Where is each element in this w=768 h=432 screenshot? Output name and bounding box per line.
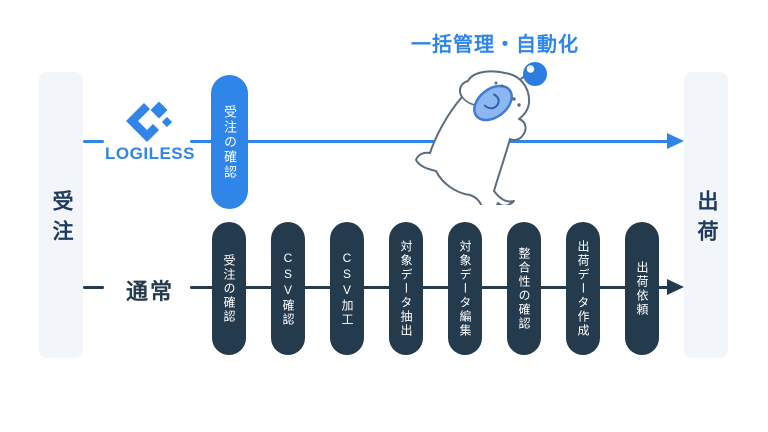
normal-step-pill: CSV確認: [271, 222, 305, 355]
logiless-step-pill: 受注の確認: [211, 75, 248, 209]
normal-step-label: 整合性の確認: [517, 246, 531, 331]
logiless-seal-mascot-icon: [415, 62, 547, 205]
normal-step-label: 対象データ編集: [458, 239, 472, 338]
normal-flow-arrowhead: [667, 279, 684, 295]
normal-step-pill: 整合性の確認: [507, 222, 541, 355]
normal-flow-line: [190, 286, 668, 289]
logiless-logo-icon: [125, 101, 173, 143]
normal-step-pill: 出荷依頼: [625, 222, 659, 355]
lane-order: 受注: [39, 72, 83, 358]
normal-step-label: 受注の確認: [222, 253, 236, 324]
normal-step-pill: 受注の確認: [212, 222, 246, 355]
logiless-flow-line-start: [83, 140, 104, 143]
logiless-flow-arrowhead: [667, 133, 684, 149]
normal-step-label: 対象データ抽出: [399, 239, 413, 338]
normal-step-pill: 出荷データ作成: [566, 222, 600, 355]
logiless-brand-text: LOGILESS: [105, 144, 195, 163]
diagram-title: 一括管理・自動化: [411, 34, 579, 56]
normal-step-label: CSV加工: [340, 250, 354, 327]
normal-flow-line-start: [83, 286, 104, 289]
normal-step-pill: 対象データ抽出: [389, 222, 423, 355]
normal-step-pill: 対象データ編集: [448, 222, 482, 355]
lane-order-label: 受注: [50, 189, 73, 250]
normal-step-label: CSV確認: [281, 250, 295, 327]
normal-step-label: 出荷データ作成: [576, 239, 590, 338]
normal-step-label: 出荷依頼: [635, 260, 649, 317]
logiless-flow-line: [190, 140, 668, 143]
lane-shipment-label: 出荷: [695, 189, 718, 250]
normal-step-pill: CSV加工: [330, 222, 364, 355]
normal-flow-label: 通常: [125, 279, 174, 304]
logiless-step-label: 受注の確認: [222, 104, 237, 180]
lane-shipment: 出荷: [684, 72, 728, 358]
